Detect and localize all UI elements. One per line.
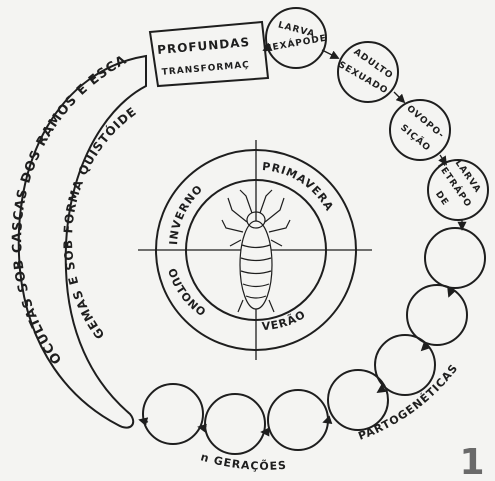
generation-circle: [407, 285, 467, 345]
tetrapod-larva-label-3: DE: [433, 190, 450, 209]
transformations-label-1: PROFUNDAS: [157, 35, 251, 57]
hexapod-larva-label-2: HEXÁPODE: [263, 32, 328, 55]
generation-circle: [425, 228, 485, 288]
transformations-label-2: TRANSFORMAÇ: [161, 60, 250, 78]
generation-circle: [268, 390, 328, 450]
season-winter: INVERNO: [167, 182, 206, 245]
hidden-label-inner: GEMAS E SOB FORMA QUISTÓIDE: [61, 104, 139, 342]
generation-circle: [143, 384, 203, 444]
season-summer: VERÃO: [261, 308, 308, 334]
generation-circle: [328, 370, 388, 430]
generation-circle: [205, 394, 265, 454]
hidden-label-outer: OCULTAS SOB CASCAS DOS RAMOS E ESCAMAS D…: [0, 0, 130, 367]
figure-number: 1: [459, 442, 484, 481]
season-spring: PRIMAVERA: [262, 160, 337, 214]
